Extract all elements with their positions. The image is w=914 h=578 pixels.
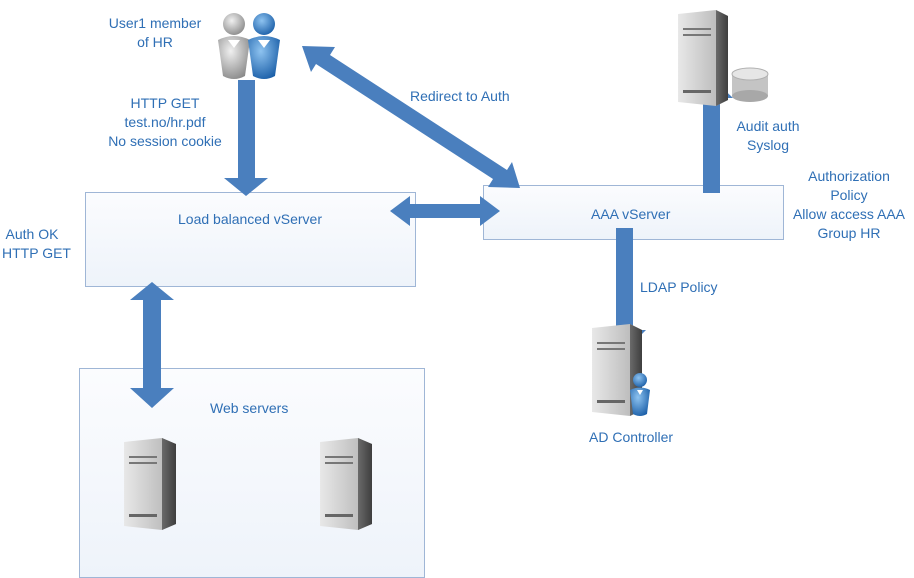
aaa-vserver-box: [483, 185, 784, 240]
users-icon: [218, 13, 280, 79]
authorization-policy-label: Authorization Policy Allow access AAA Gr…: [792, 168, 906, 241]
server-database-icon: [678, 10, 769, 106]
arrow-user-aaa: [302, 46, 520, 188]
http-get-label: HTTP GET test.no/hr.pdf No session cooki…: [108, 95, 222, 149]
aaa-vserver-label: AAA vServer: [591, 206, 671, 222]
server-icon: [124, 438, 176, 530]
user-label: User1 member of HR: [108, 15, 202, 50]
ad-controller-label: AD Controller: [589, 429, 674, 445]
ldap-policy-label: LDAP Policy: [640, 279, 718, 295]
arrow-aaa-to-ad: [602, 228, 646, 352]
server-icon: [320, 438, 372, 530]
auth-ok-label: Auth OK HTTP GET: [2, 226, 71, 261]
server-user-icon: [592, 324, 650, 416]
audit-label: Audit auth Syslog: [736, 118, 800, 153]
lb-vserver-label: Load balanced vServer: [178, 211, 322, 227]
lb-vserver-box: [85, 192, 416, 287]
redirect-label: Redirect to Auth: [410, 88, 510, 104]
arrow-user-to-lb: [224, 80, 268, 196]
arrow-lb-aaa: [390, 196, 500, 226]
arrow-lb-web: [130, 282, 174, 408]
arrow-aaa-to-syslog: [689, 77, 733, 193]
web-servers-label: Web servers: [210, 400, 289, 416]
